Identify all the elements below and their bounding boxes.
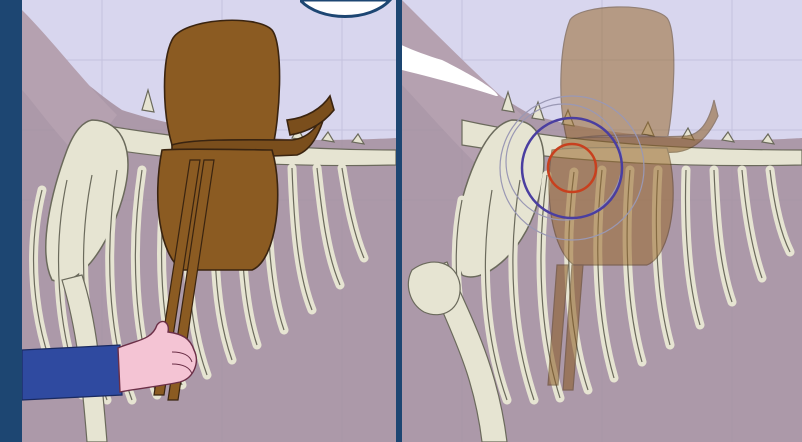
callout-bubble	[300, 0, 410, 30]
panel-right	[402, 0, 802, 442]
sleeve	[22, 345, 122, 400]
right-diagram	[402, 0, 802, 442]
callout-bubble-shape	[300, 0, 390, 17]
panel-left	[22, 0, 396, 442]
frame-left-border	[0, 0, 22, 442]
left-diagram	[22, 0, 396, 442]
